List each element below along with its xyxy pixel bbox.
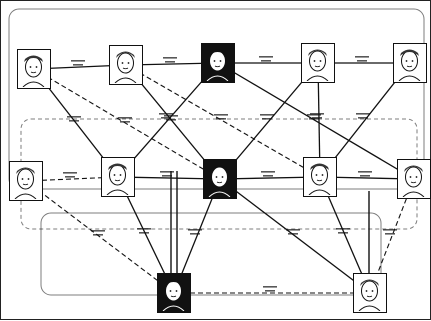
link-caption-mark: [358, 117, 368, 119]
face-drawing: [204, 160, 235, 197]
character-portrait: [301, 43, 335, 83]
link-caption-mark: [259, 56, 273, 58]
link-caption-mark: [69, 120, 79, 122]
link-caption-mark: [309, 118, 319, 120]
link-caption-mark: [71, 60, 85, 62]
link-caption-mark: [161, 117, 171, 119]
character-portrait: [353, 273, 387, 313]
link-caption-mark: [383, 229, 397, 231]
face-drawing: [302, 44, 333, 81]
frame-loop: [41, 213, 381, 295]
link-caption-mark: [260, 114, 274, 116]
link-caption-mark: [261, 171, 275, 173]
link-caption-mark: [118, 117, 132, 119]
link-caption-mark: [65, 176, 75, 178]
face-drawing: [354, 274, 385, 311]
link-caption-mark: [159, 113, 173, 115]
link-caption-mark: [265, 290, 275, 292]
link-caption-mark: [357, 60, 367, 62]
link-caption-mark: [160, 171, 174, 173]
link-caption-mark: [163, 57, 177, 59]
character-portrait: [157, 273, 191, 313]
face-drawing: [158, 274, 189, 311]
link-caption-mark: [190, 233, 200, 235]
link-caption-mark: [356, 113, 370, 115]
link-caption-mark: [355, 56, 369, 58]
character-portrait: [397, 159, 431, 199]
link-caption-mark: [137, 228, 151, 230]
link-caption-mark: [261, 60, 271, 62]
link-caption-mark: [93, 234, 103, 236]
link-caption-mark: [120, 121, 130, 123]
face-drawing: [10, 162, 41, 199]
relationship-line: [26, 181, 174, 293]
face-drawing: [202, 44, 233, 81]
face-drawing: [110, 46, 141, 83]
link-caption-mark: [73, 64, 83, 66]
character-portrait: [17, 49, 51, 89]
link-caption-mark: [63, 172, 77, 174]
link-caption-mark: [214, 114, 228, 116]
link-caption-mark: [358, 171, 372, 173]
face-drawing: [18, 50, 49, 87]
link-caption-mark: [307, 114, 321, 116]
face-drawing: [102, 158, 133, 195]
relationship-line: [220, 179, 370, 293]
link-caption-mark: [338, 232, 348, 234]
character-portrait: [101, 157, 135, 197]
link-caption-mark: [67, 116, 81, 118]
face-drawing: [304, 158, 335, 195]
character-portrait: [303, 157, 337, 197]
face-drawing: [398, 160, 429, 197]
character-portrait: [393, 43, 427, 83]
link-caption-mark: [165, 61, 175, 63]
character-portrait: [9, 161, 43, 201]
face-drawing: [394, 44, 425, 81]
link-caption-mark: [263, 286, 277, 288]
link-caption-mark: [139, 232, 149, 234]
link-caption-mark: [91, 230, 105, 232]
character-portrait: [109, 45, 143, 85]
link-caption-mark: [263, 175, 273, 177]
link-caption-mark: [385, 233, 395, 235]
link-caption-mark: [288, 233, 298, 235]
link-caption-mark: [336, 228, 350, 230]
link-caption-mark: [360, 175, 370, 177]
link-caption-mark: [216, 118, 226, 120]
character-portrait: [201, 43, 235, 83]
link-caption-mark: [286, 229, 300, 231]
link-caption-mark: [262, 118, 272, 120]
link-caption-mark: [188, 229, 202, 231]
character-portrait: [203, 159, 237, 199]
